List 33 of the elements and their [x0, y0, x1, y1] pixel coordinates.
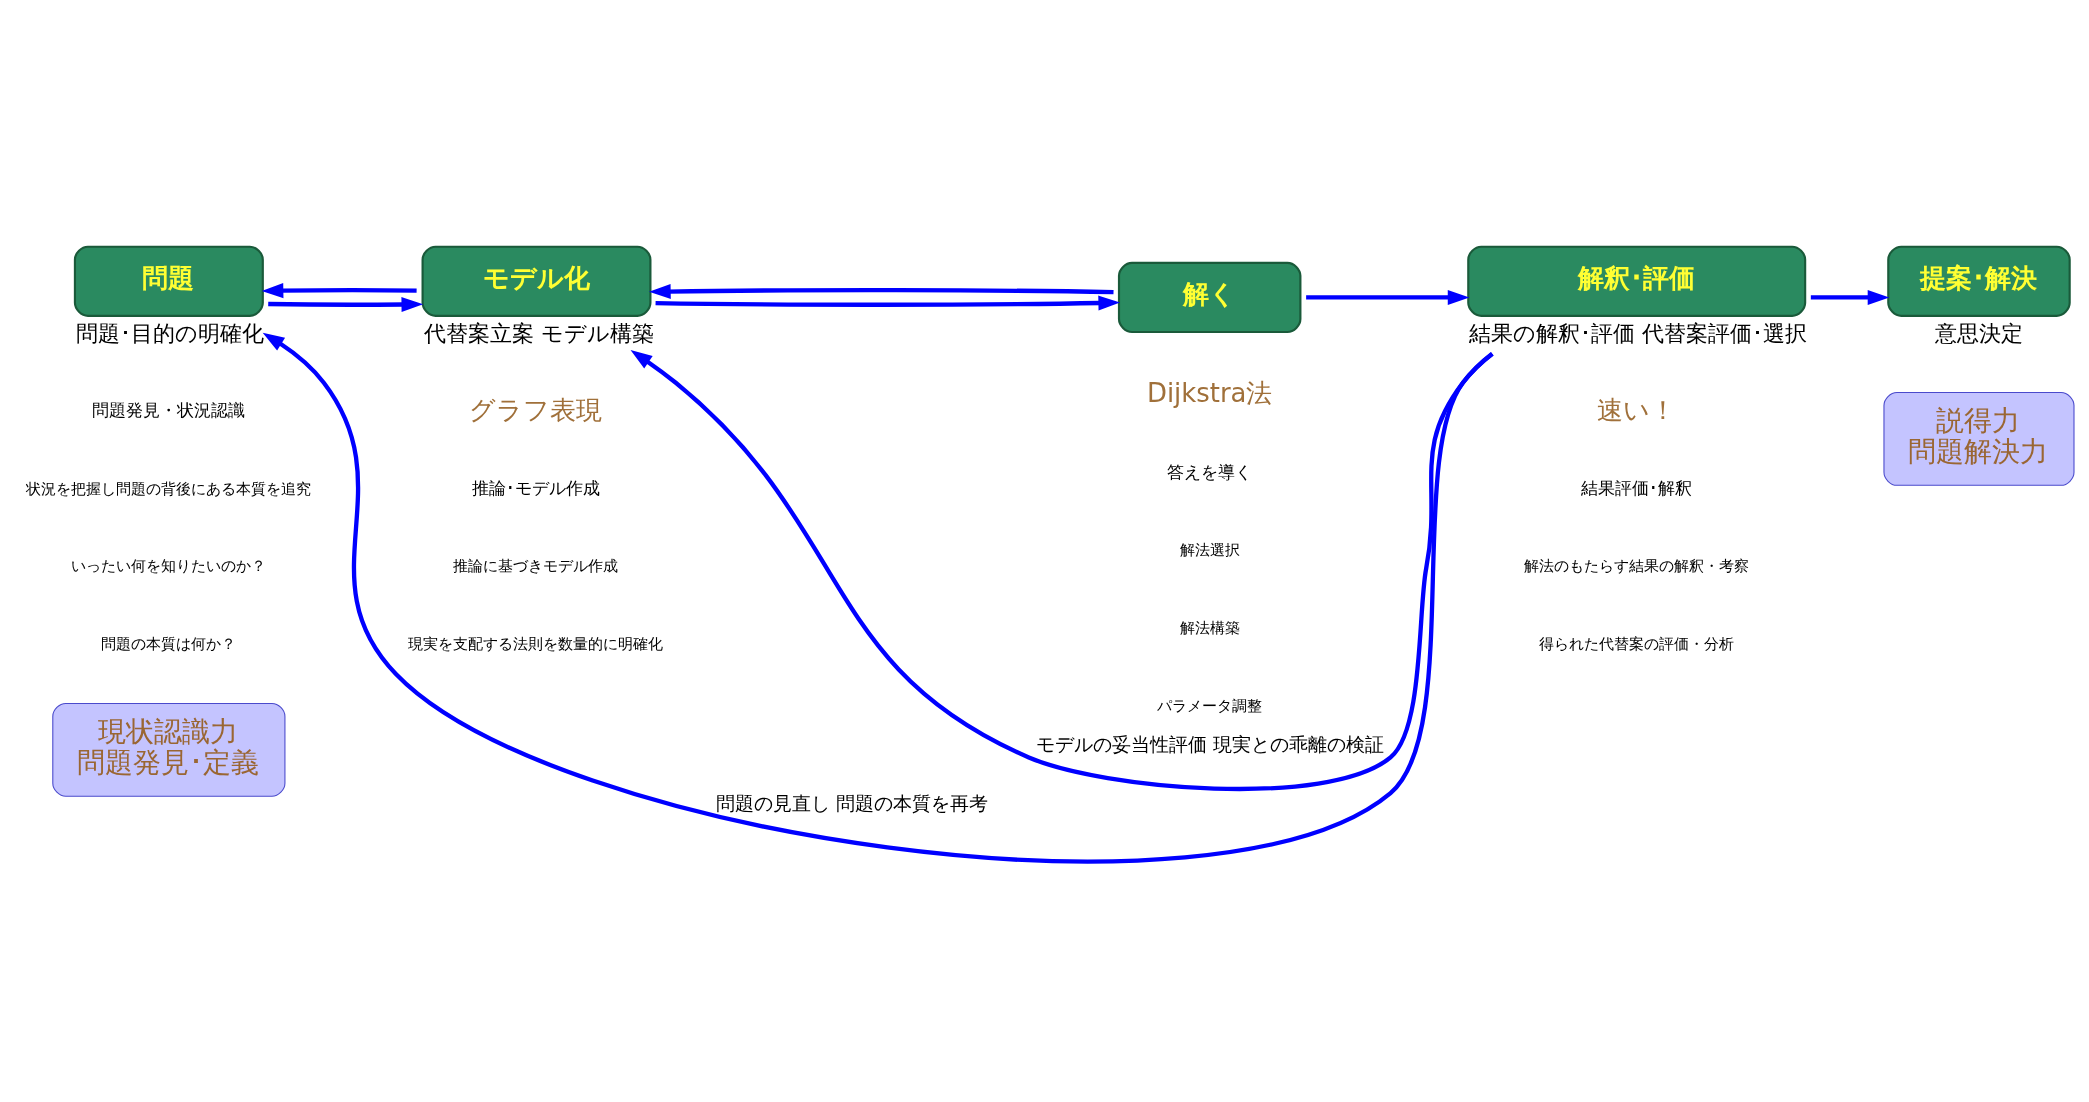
label: 現実を支配する法則を数量的に明確化 — [408, 634, 664, 653]
arrow — [649, 283, 1114, 299]
label: いったい何を知りたいのか？ — [71, 556, 267, 575]
label: 問題発見・状況認識 — [92, 399, 246, 420]
label: グラフ表現 — [469, 394, 603, 425]
node-label: 結果の解釈･評価 代替案評価･選択 — [1469, 320, 1808, 346]
label: 解法構築 — [1179, 618, 1240, 637]
label: 解法のもたらす結果の解釈・考察 — [1524, 556, 1750, 575]
edge-label: モデルの妥当性評価 現実との乖離の検証 — [1035, 732, 1384, 756]
label: Dijkstra法 — [1146, 377, 1273, 408]
label: 問題の本質は何か？ — [101, 634, 237, 653]
node-box: 説得力 問題解決力 — [1883, 391, 2075, 486]
arrow — [268, 296, 424, 312]
label: 答えを導く — [1167, 461, 1253, 482]
arrow — [262, 332, 1494, 863]
node-box: 現状認識力 問題発見･定義 — [52, 702, 286, 797]
label: 得られた代替案の評価・分析 — [1539, 634, 1735, 653]
arrow — [1810, 289, 1890, 305]
label: 状況を把握し問題の背後にある本質を追究 — [26, 479, 312, 498]
arrow — [261, 282, 417, 298]
node-label: 代替案立案 モデル構築 — [423, 320, 654, 346]
node-label: 問題･目的の明確化 — [76, 320, 265, 346]
label: パラメータ調整 — [1157, 696, 1263, 715]
arrow — [1306, 289, 1470, 305]
label: 結果評価･解釈 — [1581, 477, 1693, 498]
arrow — [630, 349, 1494, 791]
label: 推論･モデル作成 — [471, 477, 600, 498]
edge-label: 問題の見直し 問題の本質を再考 — [716, 791, 989, 815]
node-label: 意思決定 — [1934, 320, 2023, 346]
arrow — [655, 294, 1121, 311]
label: 解法選択 — [1179, 540, 1240, 559]
label: 推論に基づきモデル作成 — [453, 556, 619, 575]
label: 速い！ — [1597, 394, 1677, 425]
